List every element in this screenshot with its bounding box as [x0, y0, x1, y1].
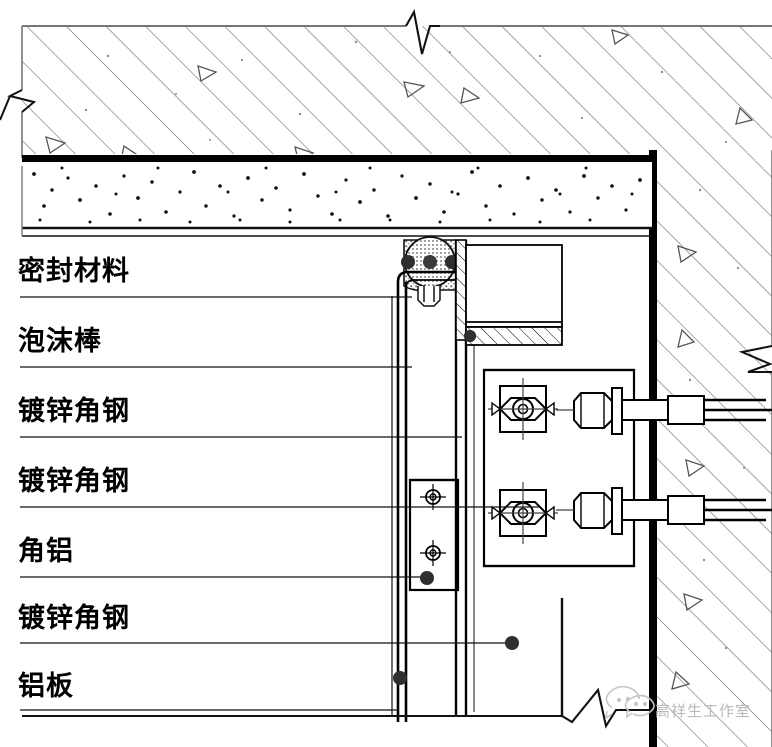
hex-bolt-plan-upper	[488, 378, 558, 440]
concrete-wall-right	[649, 150, 772, 747]
label-foam-rod: 泡沫棒	[18, 326, 102, 357]
galvanized-angle-horizontal	[464, 244, 563, 346]
leader-dots	[393, 330, 519, 685]
wechat-icon	[604, 685, 655, 720]
expansion-anchor-upper	[556, 387, 772, 435]
leader-dot-aluminium-panel	[393, 671, 407, 685]
label-galvanized-angle-1: 镀锌角钢	[18, 396, 130, 427]
aluminium-panel	[391, 270, 456, 722]
bottom-edge	[22, 598, 650, 729]
break-line-left	[7, 89, 37, 113]
break-line-top	[405, 9, 440, 55]
label-aluminium-panel: 铝板	[18, 671, 74, 702]
mortar-screed-layer	[21, 162, 652, 237]
label-sealant: 密封材料	[18, 256, 130, 287]
leader-dot-aluminium-angle	[420, 571, 434, 585]
break-line-right	[738, 345, 772, 373]
break-line-bottom	[561, 687, 650, 729]
angle-horizontal-leg	[465, 326, 563, 346]
expansion-anchor-lower	[556, 487, 772, 535]
label-aluminium-angle: 角铝	[18, 536, 74, 567]
concrete-slab-top	[0, 9, 772, 162]
sealant-clip	[417, 286, 441, 307]
leader-dot-angle-h	[464, 330, 476, 342]
aluminium-angle	[408, 478, 460, 592]
label-galvanized-angle-2: 镀锌角钢	[18, 466, 130, 497]
leader-dot-galv-angle-3	[505, 636, 519, 650]
label-galvanized-angle-3: 镀锌角钢	[18, 603, 130, 634]
fixing-target-upper	[420, 484, 446, 510]
fixing-target-lower	[420, 540, 446, 566]
leader-lines	[20, 296, 540, 711]
watermark-text: 高祥生工作室	[655, 702, 752, 720]
